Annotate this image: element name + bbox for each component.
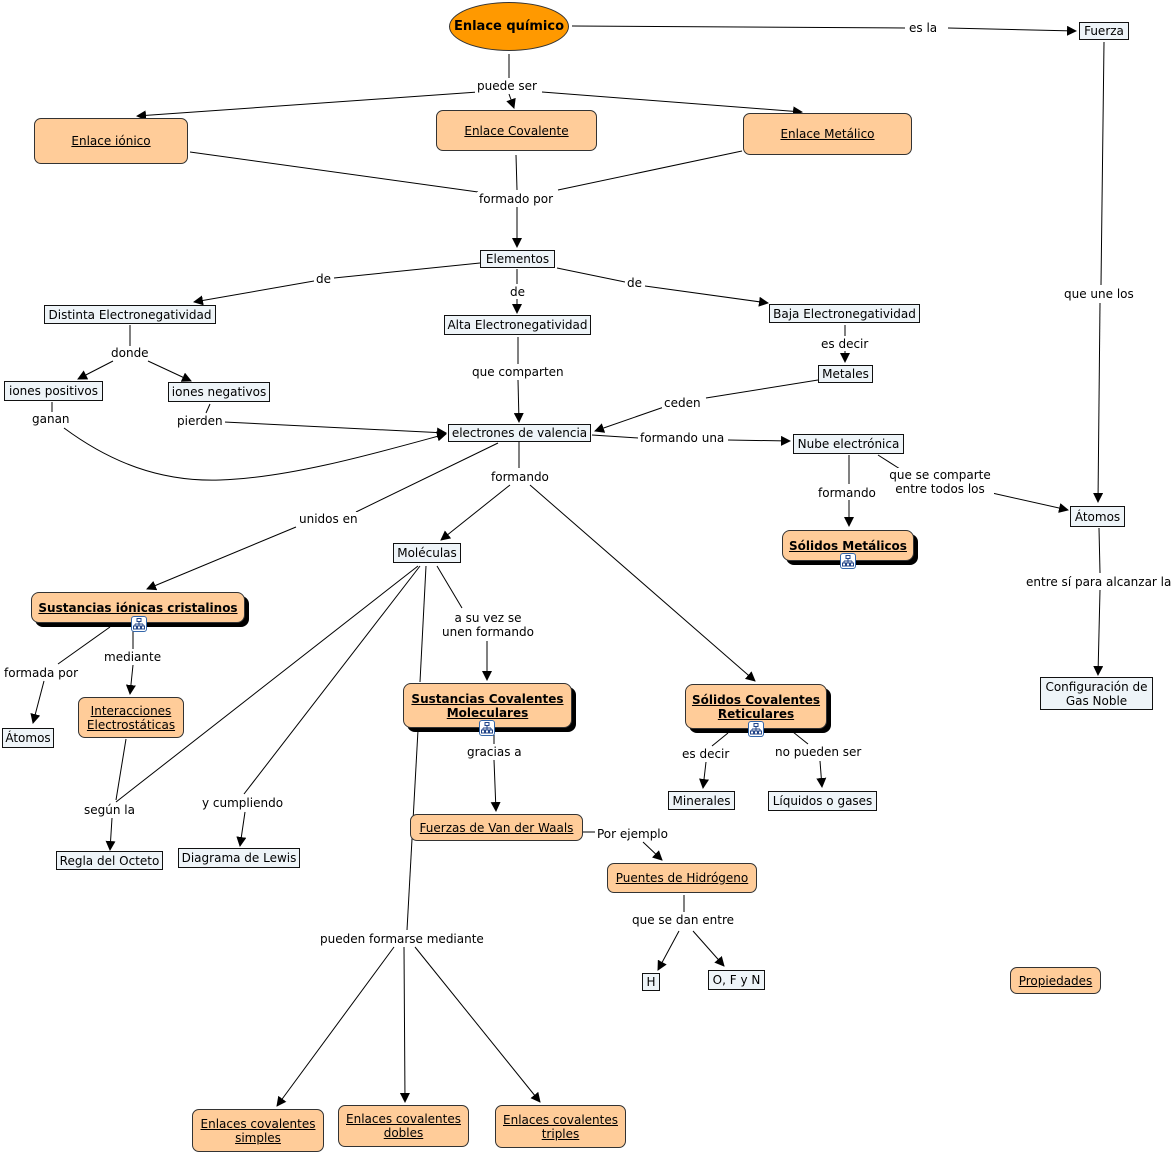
concept-enlaces-covalentes-triples[interactable]: Enlaces covalentes triples (495, 1105, 626, 1148)
link-label-que-comparten: que comparten (470, 365, 566, 379)
link-label-puede-ser: puede ser (475, 79, 539, 93)
concept-map-icon[interactable] (131, 616, 147, 632)
concept-enlace-covalente[interactable]: Enlace Covalente (436, 110, 597, 151)
concept-map-icon[interactable] (840, 553, 856, 569)
concept-solidos-covalentes-reticulares[interactable]: Sólidos Covalentes Reticulares (685, 684, 827, 729)
link-label-es-la: es la (907, 21, 940, 35)
link-label-de-right: de (625, 276, 644, 290)
concept-enlaces-covalentes-dobles[interactable]: Enlaces covalentes dobles (338, 1105, 469, 1147)
link-label-formando-mid: formando (489, 470, 551, 484)
link-label-no-pueden-ser: no pueden ser (773, 745, 864, 759)
link-label-pierden: pierden (175, 414, 225, 428)
link-label-donde: donde (109, 346, 151, 360)
concept-fuerza[interactable]: Fuerza (1079, 22, 1129, 40)
concept-distinta-electronegatividad[interactable]: Distinta Electronegatividad (44, 305, 216, 324)
concept-elementos[interactable]: Elementos (480, 250, 555, 268)
link-label-es-decir-bottom: es decir (680, 747, 732, 761)
concept-configuracion-gas-noble[interactable]: Configuración de Gas Noble (1040, 677, 1153, 710)
concept-iones-negativos[interactable]: iones negativos (168, 382, 270, 402)
concept-propiedades[interactable]: Propiedades (1010, 967, 1101, 994)
concept-iones-positivos[interactable]: iones positivos (4, 381, 103, 401)
link-label-ceden: ceden (662, 396, 703, 410)
concept-minerales[interactable]: Minerales (668, 791, 735, 810)
concept-sustancias-ionicas-cristalinos[interactable]: Sustancias iónicas cristalinos (31, 592, 245, 623)
concept-diagrama-de-lewis[interactable]: Diagrama de Lewis (178, 848, 300, 868)
link-label-por-ejemplo: Por ejemplo (595, 827, 670, 841)
concept-liquidos-o-gases[interactable]: Líquidos o gases (768, 791, 877, 811)
concept-map-icon[interactable] (748, 721, 764, 737)
link-label-pueden-formarse: pueden formarse mediante (318, 932, 486, 946)
concept-map-icon[interactable] (479, 720, 495, 736)
root-concept-enlace-quimico[interactable]: Enlace químico (449, 2, 569, 51)
concept-electrones-de-valencia[interactable]: electrones de valencia (448, 424, 591, 442)
concept-enlaces-covalentes-simples[interactable]: Enlaces covalentes simples (192, 1109, 324, 1152)
concept-enlace-ionico[interactable]: Enlace iónico (34, 118, 188, 164)
link-label-es-decir-top: es decir (819, 337, 871, 351)
concept-alta-electronegatividad[interactable]: Alta Electronegatividad (444, 315, 591, 335)
concept-nube-electronica[interactable]: Nube electrónica (793, 434, 904, 454)
link-label-formada-por: formada por (2, 666, 81, 680)
link-label-y-cumpliendo: y cumpliendo (200, 796, 286, 810)
link-label-segun-la: según la (82, 803, 137, 817)
concept-baja-electronegatividad[interactable]: Baja Electronegatividad (769, 304, 920, 323)
link-label-formando-right: formando (816, 486, 878, 500)
concept-fuerzas-van-der-waals[interactable]: Fuerzas de Van der Waals (410, 814, 583, 841)
link-label-gracias-a: gracias a (465, 745, 524, 759)
link-label-que-se-comparte: que se comparte entre todos los (886, 468, 994, 496)
concept-metales[interactable]: Metales (818, 365, 873, 383)
concept-sustancias-covalentes-moleculares[interactable]: Sustancias Covalentes Moleculares (403, 683, 572, 728)
link-label-unidos-en: unidos en (297, 512, 360, 526)
concept-puentes-de-hidrogeno[interactable]: Puentes de Hidrógeno (607, 863, 757, 893)
link-label-formado-por: formado por (477, 192, 555, 206)
concept-enlace-metalico[interactable]: Enlace Metálico (743, 113, 912, 155)
link-label-a-su-vez: a su vez se unen formando (437, 611, 539, 639)
link-label-de-mid: de (508, 285, 527, 299)
link-label-entre-si: entre sí para alcanzar la (1024, 575, 1174, 589)
link-label-que-se-dan-entre: que se dan entre (630, 913, 737, 927)
concept-interacciones-electrostaticas[interactable]: Interacciones Electrostáticas (78, 697, 184, 738)
concept-moleculas[interactable]: Moléculas (393, 543, 461, 563)
concept-regla-del-octeto[interactable]: Regla del Octeto (56, 851, 163, 870)
link-label-ganan: ganan (30, 412, 72, 426)
link-label-de-left: de (314, 272, 333, 286)
link-label-mediante: mediante (102, 650, 164, 664)
link-label-que-une-los: que une los (1062, 287, 1136, 301)
concept-atomos-right[interactable]: Átomos (1070, 506, 1125, 527)
concept-o-f-y-n[interactable]: O, F y N (708, 970, 765, 990)
concept-h[interactable]: H (642, 973, 660, 991)
concept-atomos-left[interactable]: Átomos (2, 728, 54, 748)
link-label-formando-una: formando una (638, 431, 727, 445)
